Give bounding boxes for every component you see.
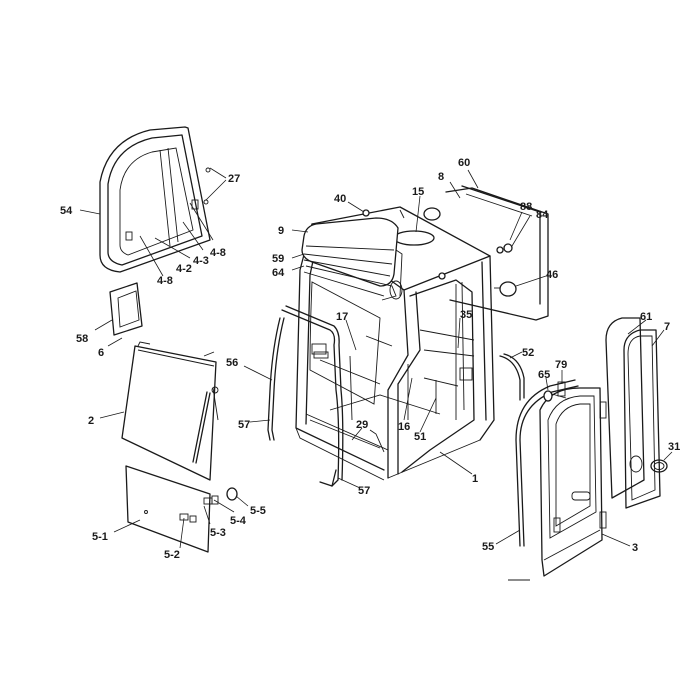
label-5-4: 5-4: [230, 515, 247, 527]
label-8: 8: [438, 171, 444, 183]
label-7: 7: [664, 321, 670, 333]
roof-hatch: [301, 217, 403, 301]
label-59: 59: [272, 253, 284, 265]
label-9: 9: [278, 225, 284, 237]
label-55: 55: [482, 541, 494, 553]
lower-glass-panel: [125, 465, 238, 553]
label-3: 3: [632, 542, 638, 554]
label-57-lower: 57: [358, 485, 370, 497]
label-61: 61: [640, 311, 652, 323]
corner-glass: [109, 282, 143, 336]
door: [508, 387, 607, 581]
label-4-3: 4-3: [193, 255, 209, 267]
label-29: 29: [356, 419, 368, 431]
label-60: 60: [458, 157, 470, 169]
label-51: 51: [414, 431, 426, 443]
knob: [494, 281, 517, 297]
ring: [650, 459, 668, 473]
label-58: 58: [76, 333, 88, 345]
label-16: 16: [398, 421, 410, 433]
label-1: 1: [472, 473, 478, 485]
label-31: 31: [668, 441, 680, 453]
label-27: 27: [228, 173, 240, 185]
upper-window-frame: [99, 126, 211, 273]
label-4-8-right: 4-8: [210, 247, 226, 259]
label-2: 2: [88, 415, 94, 427]
door-glass: [605, 317, 661, 509]
door-seals-left: [267, 305, 344, 487]
label-52: 52: [522, 347, 534, 359]
label-56: 56: [226, 357, 238, 369]
label-15: 15: [412, 186, 424, 198]
fastener: [362, 209, 370, 217]
label-5-2: 5-2: [164, 549, 180, 561]
label-64: 64: [272, 267, 285, 279]
hinge-bolts: [543, 381, 567, 402]
label-4-8-left: 4-8: [157, 275, 173, 287]
rear-window: [445, 185, 549, 321]
label-88: 88: [520, 201, 532, 213]
label-84: 84: [536, 209, 549, 221]
label-79: 79: [555, 359, 567, 371]
front-window: [121, 341, 219, 481]
label-6: 6: [98, 347, 104, 359]
leader-lines: [79, 167, 673, 549]
label-17: 17: [336, 311, 348, 323]
part-labels: 54 27 4-8 4-3 4-2 4-8 58 6 2 5-1 5-2 5-3…: [60, 157, 680, 561]
label-54: 54: [60, 205, 73, 217]
label-40: 40: [334, 193, 346, 205]
label-46: 46: [546, 269, 558, 281]
curved-strip: [499, 353, 525, 401]
label-5-3: 5-3: [210, 527, 226, 539]
label-57-upper: 57: [238, 419, 250, 431]
label-4-2: 4-2: [176, 263, 192, 275]
label-65: 65: [538, 369, 550, 381]
label-5-5: 5-5: [250, 505, 266, 517]
label-5-1: 5-1: [92, 531, 108, 543]
label-35: 35: [460, 309, 472, 321]
